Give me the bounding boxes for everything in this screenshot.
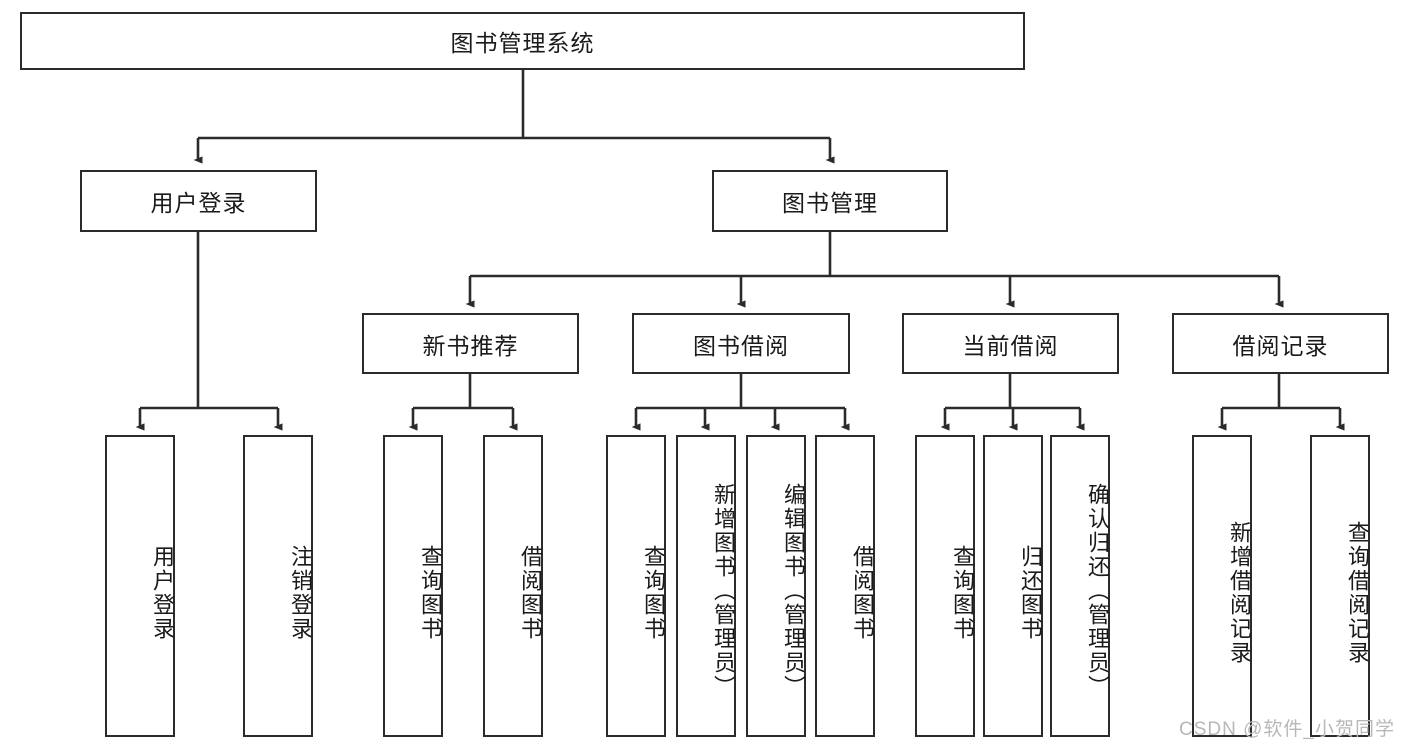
node-label: 新增借阅记录: [1227, 521, 1252, 665]
leaf-borrow-record-0[interactable]: 新增借阅记录: [1192, 435, 1252, 737]
node-label: 借阅图书: [518, 545, 543, 641]
node-book-management[interactable]: 图书管理: [712, 170, 948, 232]
node-label: 当前借阅: [962, 332, 1059, 359]
node-current-borrow[interactable]: 当前借阅: [902, 313, 1119, 374]
node-root-book-management-system[interactable]: 图书管理系统: [20, 12, 1025, 70]
node-borrow-record[interactable]: 借阅记录: [1172, 313, 1389, 374]
node-new-book-recommend[interactable]: 新书推荐: [362, 313, 579, 374]
leaf-borrow-record-1[interactable]: 查询借阅记录: [1310, 435, 1370, 737]
node-label: 查询图书: [950, 545, 975, 641]
node-label: 查询图书: [418, 545, 443, 641]
leaf-user-login-1[interactable]: 注销登录: [243, 435, 313, 737]
leaf-new-book-recommend-0[interactable]: 查询图书: [383, 435, 443, 737]
node-label: 查询图书: [641, 545, 666, 641]
node-label: 确认归还（管理员）: [1085, 483, 1110, 699]
node-label: 查询借阅记录: [1345, 521, 1370, 665]
node-user-login[interactable]: 用户登录: [80, 170, 317, 232]
leaf-new-book-recommend-1[interactable]: 借阅图书: [483, 435, 543, 737]
leaf-book-borrow-0[interactable]: 查询图书: [606, 435, 666, 737]
leaf-book-borrow-2[interactable]: 编辑图书（管理员）: [746, 435, 806, 737]
leaf-current-borrow-2[interactable]: 确认归还（管理员）: [1050, 435, 1110, 737]
node-book-borrow[interactable]: 图书借阅: [632, 313, 850, 374]
leaf-current-borrow-1[interactable]: 归还图书: [983, 435, 1043, 737]
node-label: 新增图书（管理员）: [711, 483, 736, 699]
node-label: 归还图书: [1018, 545, 1043, 641]
node-label: 借阅记录: [1232, 332, 1329, 359]
node-label: 编辑图书（管理员）: [781, 483, 806, 699]
watermark: CSDN @软件_小贺同学: [1179, 719, 1395, 740]
node-label: 图书管理: [782, 190, 878, 216]
leaf-user-login-0[interactable]: 用户登录: [105, 435, 175, 737]
node-label: 借阅图书: [850, 545, 875, 641]
leaf-book-borrow-3[interactable]: 借阅图书: [815, 435, 875, 737]
node-label: 图书借阅: [693, 332, 789, 359]
node-label: 图书管理系统: [450, 30, 595, 56]
node-label: 新书推荐: [422, 332, 519, 359]
leaf-book-borrow-1[interactable]: 新增图书（管理员）: [676, 435, 736, 737]
node-label: 用户登录: [150, 545, 175, 641]
node-label: 注销登录: [288, 545, 313, 641]
node-label: 用户登录: [150, 190, 247, 216]
leaf-current-borrow-0[interactable]: 查询图书: [915, 435, 975, 737]
